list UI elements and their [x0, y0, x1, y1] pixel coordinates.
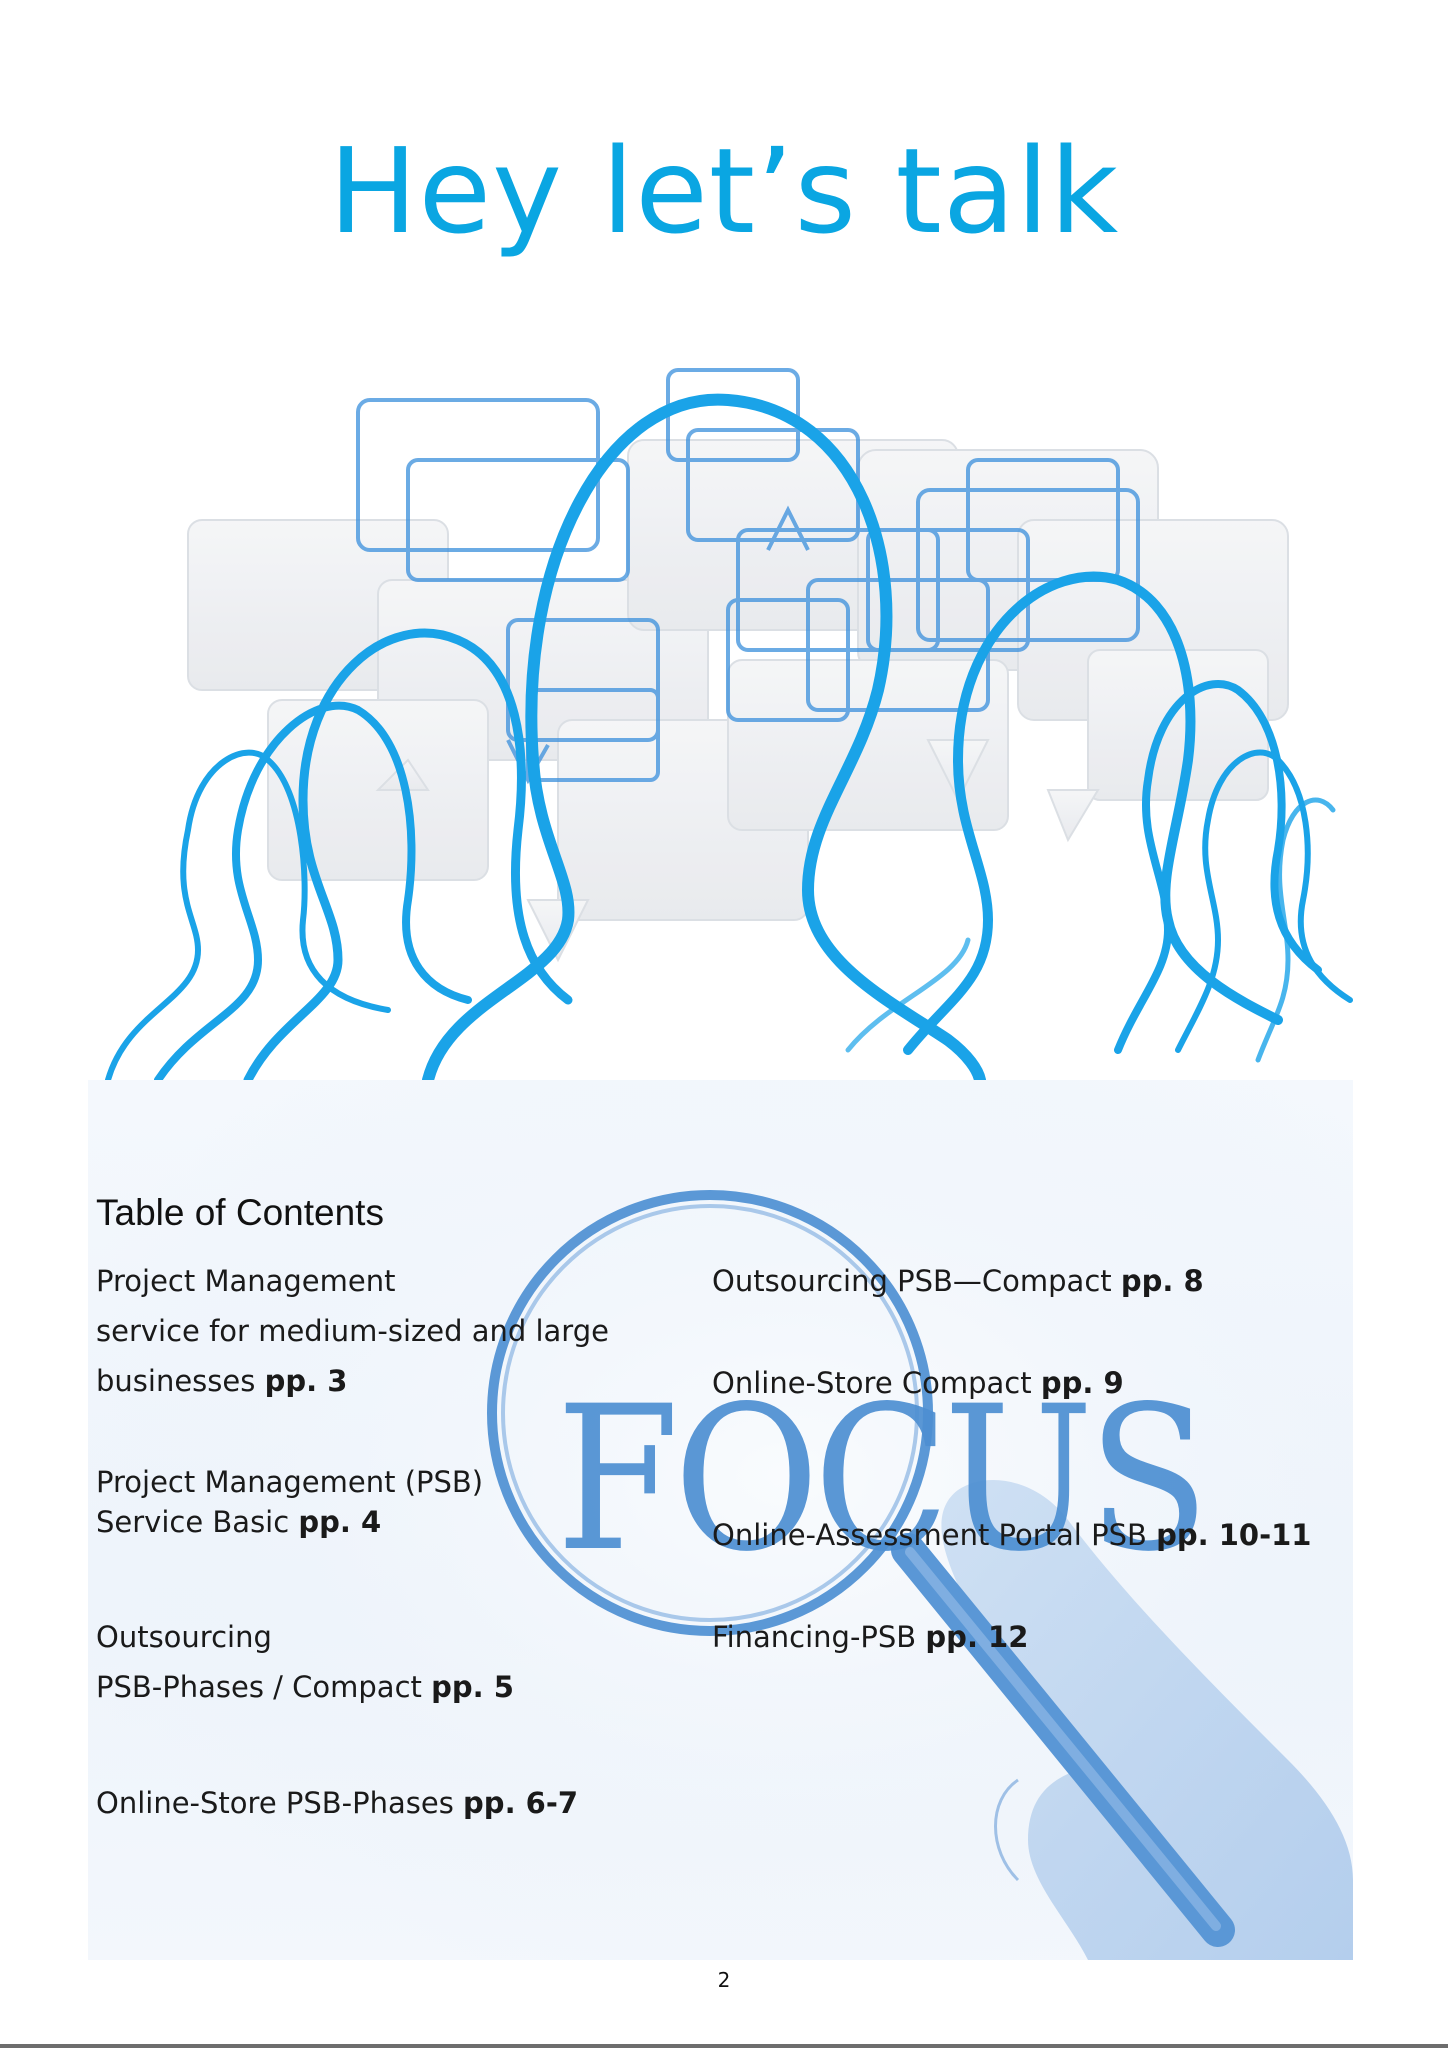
people-talking-speech-bubbles-illustration	[105, 368, 1353, 1080]
toc-entry-line: Online-Store Compact pp. 9	[712, 1358, 1124, 1408]
magnifying-glass-hand-illustration	[88, 1080, 1353, 1960]
table-of-contents-panel: FOCUS Table of Contents Project Manageme…	[88, 1080, 1353, 1960]
toc-entry-line: Project Management	[96, 1264, 396, 1298]
toc-entry-text: Service Basic	[96, 1505, 299, 1539]
toc-entry-pages: pp. 10-11	[1156, 1518, 1312, 1552]
toc-entry-line: businesses pp. 3	[96, 1356, 609, 1406]
toc-entry-line: Financing-PSB pp. 12	[712, 1612, 1028, 1662]
toc-entry-online-store-phases[interactable]: Online-Store PSB-Phases pp. 6-7	[96, 1778, 578, 1828]
toc-entry-online-assessment-portal[interactable]: Online-Assessment Portal PSB pp. 10-11	[712, 1510, 1311, 1560]
page-title: Hey let’s talk	[328, 122, 1120, 260]
toc-entry-project-management[interactable]: Project Management service for medium-si…	[96, 1256, 609, 1406]
toc-entry-text: Online-Store PSB-Phases	[96, 1786, 464, 1820]
toc-entry-financing[interactable]: Financing-PSB pp. 12	[712, 1612, 1028, 1662]
toc-entry-text: Online-Assessment Portal PSB	[712, 1518, 1157, 1552]
toc-entry-pages: pp. 6-7	[463, 1786, 579, 1820]
toc-entry-text: Online-Store Compact	[712, 1366, 1041, 1400]
toc-entry-pages: pp. 4	[298, 1505, 382, 1539]
toc-heading: Table of Contents	[96, 1192, 384, 1233]
toc-entry-line: Online-Assessment Portal PSB pp. 10-11	[712, 1510, 1311, 1560]
toc-entry-text: Financing-PSB	[712, 1620, 926, 1654]
toc-entry-line: service for medium-sized and large	[96, 1314, 609, 1348]
toc-entry-line: Outsourcing PSB—Compact pp. 8	[712, 1256, 1204, 1306]
toc-entry-line: Online-Store PSB-Phases pp. 6-7	[96, 1778, 578, 1828]
toc-entry-pages: pp. 8	[1120, 1264, 1204, 1298]
toc-entry-outsourcing-phases[interactable]: Outsourcing PSB-Phases / Compact pp. 5	[96, 1612, 514, 1712]
toc-entry-pages: pp. 3	[264, 1364, 348, 1398]
focus-watermark: FOCUS	[556, 1363, 1210, 1596]
toc-entry-pages: pp. 9	[1040, 1366, 1124, 1400]
toc-entry-pages: pp. 12	[925, 1620, 1029, 1654]
toc-entry-text: Outsourcing PSB—Compact	[712, 1264, 1121, 1298]
toc-entry-psb-service-basic[interactable]: Project Management (PSB) Service Basic p…	[96, 1462, 483, 1542]
toc-entry-line: Project Management (PSB)	[96, 1465, 484, 1499]
toc-entry-line: Service Basic pp. 4	[96, 1502, 483, 1542]
toc-entry-line: PSB-Phases / Compact pp. 5	[96, 1662, 514, 1712]
toc-entry-text: PSB-Phases / Compact	[96, 1670, 432, 1704]
page-bottom-divider	[0, 2044, 1448, 2048]
toc-entry-text: businesses	[96, 1364, 265, 1398]
toc-entry-online-store-compact[interactable]: Online-Store Compact pp. 9	[712, 1358, 1124, 1408]
toc-entry-pages: pp. 5	[431, 1670, 514, 1704]
page-number: 2	[717, 1968, 731, 1992]
toc-entry-line: Outsourcing	[96, 1620, 272, 1654]
toc-entry-outsourcing-compact[interactable]: Outsourcing PSB—Compact pp. 8	[712, 1256, 1204, 1306]
